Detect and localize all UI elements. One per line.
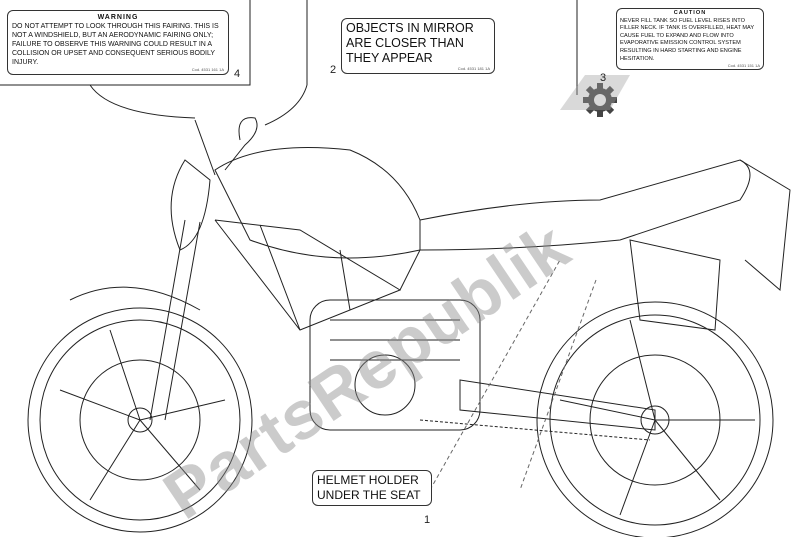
- frame-4: [0, 0, 251, 86]
- caution-sticker: CAUTION NEVER FILL TANK SO FUEL LEVEL RI…: [616, 8, 764, 71]
- caution-code: Cod. 4531 151 1A: [727, 63, 760, 69]
- warning-code: Cod. 4531 161 1A: [191, 67, 224, 72]
- callout-number-3: 3: [600, 72, 607, 84]
- caution-title: CAUTION: [673, 10, 707, 16]
- callout-pointer-3: [560, 75, 630, 110]
- swingarm: [459, 379, 656, 431]
- warning-title: WARNING: [97, 14, 139, 21]
- mirror-sticker: OBJECTS IN MIRROR ARE CLOSER THAN THEY A…: [341, 18, 495, 74]
- trellis-frame: [214, 219, 421, 331]
- leader-4: [89, 84, 196, 119]
- engine: [309, 299, 481, 431]
- leader-2: [264, 84, 308, 126]
- front-fork: [149, 219, 201, 421]
- gear-icon: [583, 83, 617, 117]
- front-wheel: [27, 286, 253, 533]
- chain: [419, 419, 651, 441]
- rear-wheel: [536, 301, 774, 537]
- callout-number-2: 2: [330, 64, 337, 76]
- seat: [419, 159, 751, 251]
- caution-text: NEVER FILL TANK SO FUEL LEVEL RISES INTO…: [620, 17, 754, 62]
- handlebar: [194, 119, 216, 176]
- warning-text: DO NOT ATTEMPT TO LOOK THROUGH THIS FAIR…: [12, 23, 219, 66]
- mirror: [224, 117, 258, 171]
- mirror-text: OBJECTS IN MIRROR ARE CLOSER THAN THEY A…: [346, 21, 474, 65]
- exhaust: [629, 239, 721, 331]
- tail: [739, 159, 791, 292]
- headlight: [170, 159, 211, 251]
- callout-number-1: 1: [424, 514, 431, 526]
- helmet-holder-text: HELMET HOLDER UNDER THE SEAT: [317, 473, 421, 502]
- warning-sticker: WARNING DO NOT ATTEMPT TO LOOK THROUGH T…: [7, 10, 229, 75]
- mirror-code: Cod. 4531 181 1A: [457, 66, 490, 71]
- helmet-holder-sticker: HELMET HOLDER UNDER THE SEAT: [312, 470, 432, 506]
- fuel-tank: [214, 147, 421, 259]
- callout-number-4: 4: [234, 68, 241, 80]
